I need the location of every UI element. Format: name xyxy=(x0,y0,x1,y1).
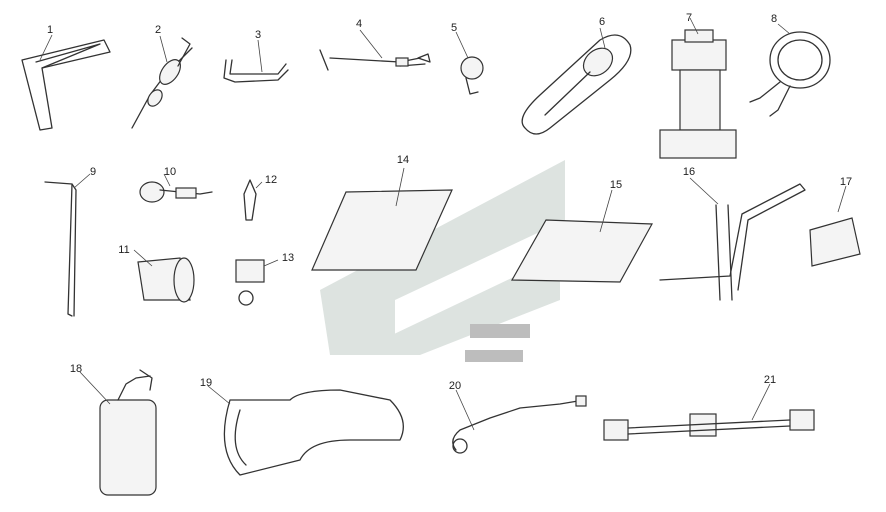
part-label-14: 14 xyxy=(396,154,410,166)
watermark-band-4 xyxy=(465,350,523,362)
part-3-bent-wrench xyxy=(223,39,289,83)
part-label-15: 15 xyxy=(609,179,623,191)
part-11-cylinder xyxy=(133,249,195,303)
part-18-fire-extinguisher xyxy=(79,369,157,496)
part-12-nozzle xyxy=(243,179,263,221)
part-label-19: 19 xyxy=(199,377,213,389)
part-2-grease-gun xyxy=(131,35,193,129)
part-label-3: 3 xyxy=(254,29,262,41)
part-label-2: 2 xyxy=(154,24,162,36)
part-7-jack xyxy=(659,17,737,159)
part-15-booklet xyxy=(510,189,653,283)
part-4-long-tool xyxy=(319,29,431,71)
part-label-7: 7 xyxy=(685,12,693,24)
part-label-12: 12 xyxy=(264,174,278,186)
part-label-18: 18 xyxy=(69,363,83,375)
watermark-band-3 xyxy=(470,324,530,338)
part-5-lamp-bulb xyxy=(455,31,484,95)
part-label-10: 10 xyxy=(163,166,177,178)
part-16-crank-handle xyxy=(659,177,806,301)
part-label-13: 13 xyxy=(281,252,295,264)
part-label-5: 5 xyxy=(450,22,458,34)
part-1-wedge-stand xyxy=(21,34,111,131)
part-20-inspection-lamp xyxy=(452,389,587,454)
part-label-8: 8 xyxy=(770,13,778,25)
part-label-11: 11 xyxy=(118,244,130,256)
part-8-coiled-hose xyxy=(749,23,831,117)
part-label-9: 9 xyxy=(89,166,97,178)
part-13-filler-cap xyxy=(235,259,279,306)
part-label-16: 16 xyxy=(682,166,696,178)
part-label-6: 6 xyxy=(598,16,606,28)
part-17-wheel-chock xyxy=(809,185,861,267)
part-label-17: 17 xyxy=(839,176,853,188)
part-9-tire-iron xyxy=(44,173,91,317)
part-label-21: 21 xyxy=(763,374,777,386)
part-label-1: 1 xyxy=(46,24,54,36)
part-19-towing-rope xyxy=(207,385,404,476)
part-6-pump xyxy=(521,27,632,135)
watermark-lower-chevron xyxy=(350,255,560,355)
watermark-upper-chevron xyxy=(320,160,565,355)
part-21-wrench-bar xyxy=(603,383,815,441)
part-10-cone-tool xyxy=(139,173,213,203)
part-label-4: 4 xyxy=(355,18,363,30)
part-14-manual xyxy=(311,167,453,271)
part-label-20: 20 xyxy=(448,380,462,392)
